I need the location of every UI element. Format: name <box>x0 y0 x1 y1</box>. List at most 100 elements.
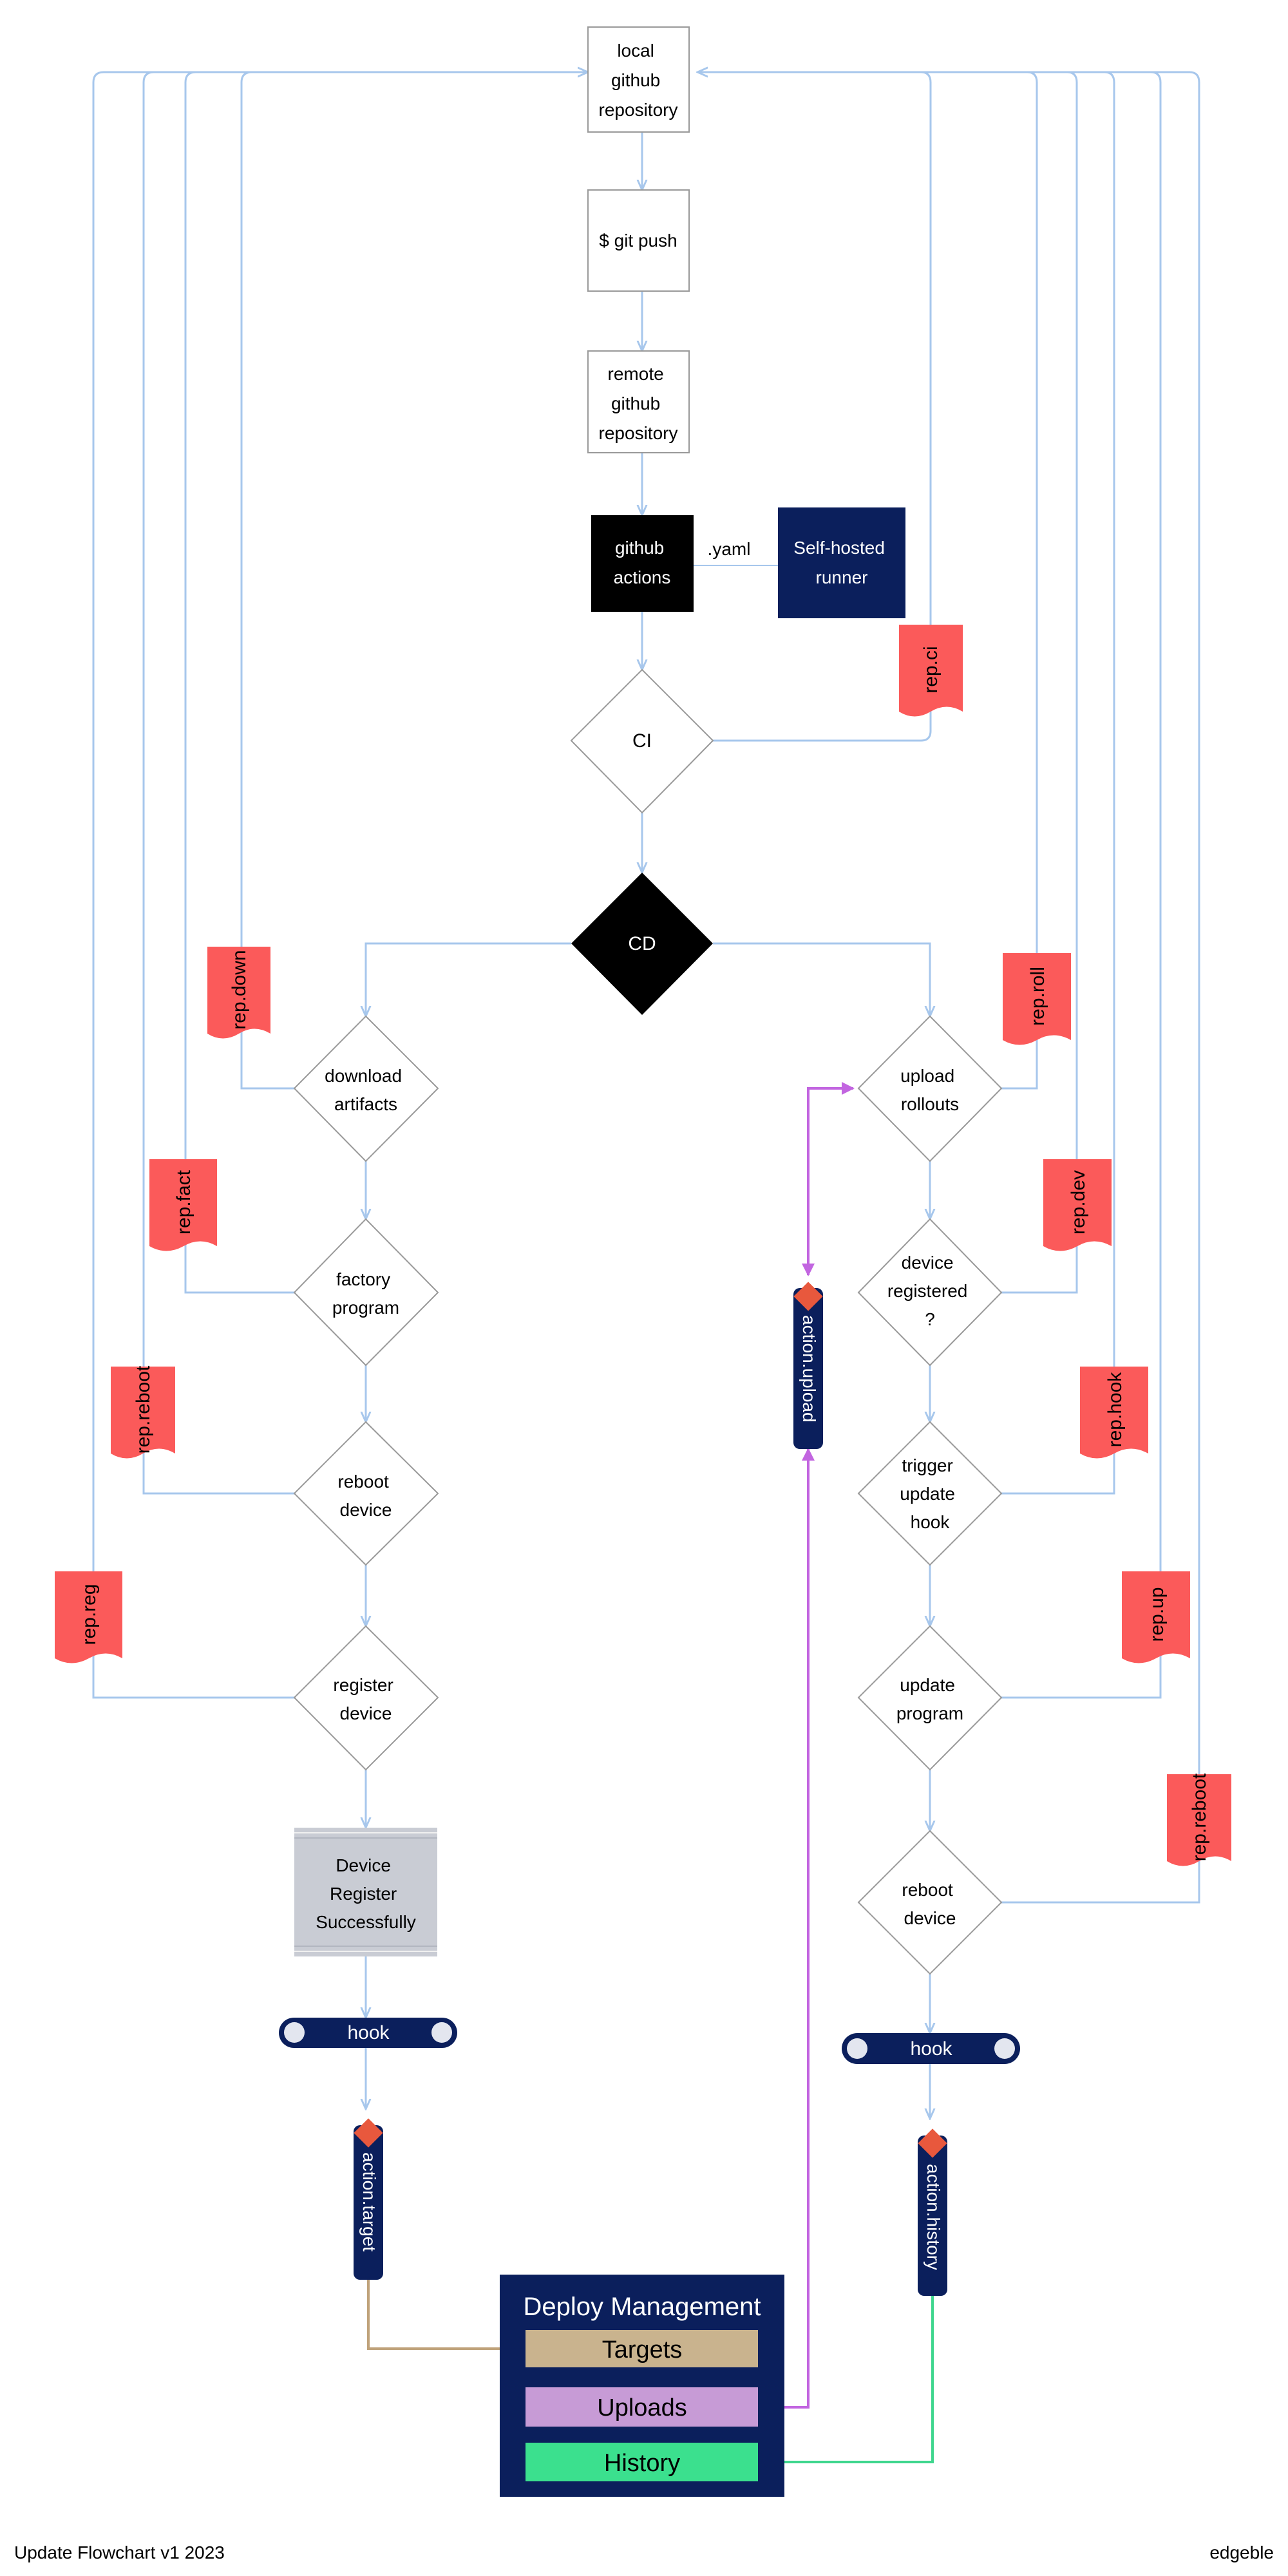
report-rep-roll: rep.roll <box>1003 953 1071 1045</box>
svg-text:action.target: action.target <box>359 2152 379 2251</box>
svg-text:rep.ci: rep.ci <box>920 646 942 693</box>
svg-text:remote github repo: remote github repository <box>599 364 678 443</box>
report-rep-hook: rep.hook <box>1080 1367 1148 1459</box>
svg-text:rep.reboot: rep.reboot <box>133 1365 154 1454</box>
report-rep-dev: rep.dev <box>1043 1159 1112 1251</box>
footer-brand: edgeble <box>1209 2543 1274 2562</box>
svg-text:device registered: device registered ? <box>887 1253 972 1329</box>
svg-text:rep.reboot: rep.reboot <box>1189 1773 1210 1861</box>
link-action-history-deploy <box>753 2296 934 2468</box>
loop-factory <box>184 71 294 1294</box>
svg-text:action.upload: action.upload <box>799 1315 819 1423</box>
node-remote-repo: remote github repository <box>587 350 690 453</box>
node-local-repo-line: github <box>611 70 660 90</box>
svg-text:rep.roll: rep.roll <box>1027 967 1048 1026</box>
hook-right-knob <box>994 2038 1015 2059</box>
svg-text:CD: CD <box>628 933 656 954</box>
svg-text:CI: CI <box>632 730 652 752</box>
action-target: action.target <box>354 2118 383 2280</box>
link-action-target-deploy <box>367 2280 520 2355</box>
decision-trigger-update-hook: trigger update hook <box>857 1421 1003 1566</box>
svg-text:reboot device: reboot device <box>337 1472 393 1520</box>
node-remote-repo-line: repository <box>599 423 678 443</box>
svg-text:upload rollouts: upload rollouts <box>900 1066 960 1114</box>
svg-text:register device: register device <box>333 1675 398 1723</box>
report-rep-reg: rep.reg <box>55 1571 122 1663</box>
decision-factory-program: factory program <box>293 1218 439 1367</box>
hook-left-knob <box>284 2022 305 2043</box>
svg-text:hook: hook <box>910 2038 952 2060</box>
node-remote-repo-line: github <box>611 393 660 413</box>
node-local-repo: local github repository <box>587 26 690 133</box>
loop-reboot-left <box>142 71 294 1495</box>
yaml-label: .yaml <box>708 539 751 559</box>
decision-cd: CD <box>571 873 713 1015</box>
node-self-hosted-runner-line: Self-hosted <box>793 538 885 558</box>
svg-text:Device Register Su: Device Register Successfully <box>316 1855 416 1932</box>
node-github-actions: github actions <box>591 515 694 612</box>
svg-text:factory program: factory program <box>332 1269 399 1318</box>
deploy-uploads-label: Uploads <box>597 2394 687 2421</box>
hook-left-knob <box>431 2022 452 2043</box>
deploy-targets-label: Targets <box>602 2336 683 2363</box>
edge-cd-to-upload <box>713 942 930 1016</box>
decision-download-artifacts: download artifacts <box>293 1015 439 1162</box>
hook-right-knob <box>847 2038 867 2059</box>
node-device-register-success: Device Register Successfully <box>294 1828 437 1956</box>
svg-text:rep.reg: rep.reg <box>79 1584 100 1645</box>
svg-text:rep.hook: rep.hook <box>1104 1372 1126 1448</box>
node-github-actions-line: actions <box>614 567 671 587</box>
svg-text:download artifacts: download artifacts <box>325 1066 407 1114</box>
node-github-actions-line: github <box>615 538 664 558</box>
report-rep-ci: rep.ci <box>899 625 963 717</box>
decision-device-registered: device registered ? <box>857 1218 1003 1367</box>
decision-reboot-device-right: reboot device <box>857 1830 1003 1975</box>
link-upload-rollouts-action <box>802 1082 855 1276</box>
report-rep-down: rep.down <box>207 947 270 1039</box>
decision-update-program: update program <box>857 1625 1003 1771</box>
decision-ci: CI <box>570 668 714 814</box>
svg-text:local github repos: local github repository <box>599 41 678 120</box>
report-rep-fact: rep.fact <box>149 1159 217 1251</box>
decision-upload-rollouts: upload rollouts <box>857 1015 1003 1162</box>
deploy-targets-box <box>526 2330 758 2367</box>
svg-text:github actions: github actions <box>614 538 671 587</box>
svg-text:trigger update hoo: trigger update hook <box>900 1455 960 1532</box>
deploy-history-box <box>526 2443 758 2481</box>
node-remote-repo-line: remote <box>608 364 664 384</box>
node-local-repo-line: repository <box>599 100 678 120</box>
svg-text:update program: update program <box>896 1675 963 1723</box>
loop-download <box>240 72 588 1090</box>
node-git-push-line: $ git push <box>599 231 677 251</box>
svg-text:rep.fact: rep.fact <box>173 1170 194 1235</box>
node-local-repo-line: local <box>617 41 654 61</box>
decision-reboot-device-left: reboot device <box>293 1421 439 1566</box>
svg-text:hook: hook <box>347 2022 390 2043</box>
report-flags: rep.ci rep.down rep.fact rep.reboot rep.… <box>55 625 1231 1866</box>
svg-text:$ git push: $ git push <box>599 231 677 251</box>
action-history: action.history <box>918 2128 947 2296</box>
edge-cd-to-download <box>366 942 571 1016</box>
node-git-push: $ git push <box>587 189 690 292</box>
svg-text:rep.down: rep.down <box>229 950 250 1029</box>
node-self-hosted-runner: Self-hosted runner <box>778 507 905 618</box>
svg-text:reboot device: reboot device <box>902 1880 958 1928</box>
svg-text:action.history: action.history <box>923 2164 943 2270</box>
report-rep-reboot-left: rep.reboot <box>111 1365 175 1459</box>
loop-register <box>92 71 294 1699</box>
decision-register-device: register device <box>293 1625 439 1771</box>
svg-text:Self-hosted runner: Self-hosted runner <box>793 538 889 587</box>
link-action-upload-deploy <box>753 1448 815 2414</box>
report-rep-up: rep.up <box>1122 1571 1190 1663</box>
deploy-management-panel: Deploy Management Targets Uploads Histor… <box>500 2275 784 2497</box>
deploy-management-title: Deploy Management <box>523 2293 761 2321</box>
hook-left: hook <box>279 2018 457 2048</box>
node-self-hosted-runner-line: runner <box>816 567 868 587</box>
loop-upload <box>902 71 1038 1090</box>
hook-right: hook <box>842 2033 1020 2064</box>
deploy-uploads-box <box>526 2387 758 2427</box>
connectors <box>92 71 1200 2119</box>
footer-title: Update Flowchart v1 2023 <box>14 2543 225 2562</box>
deploy-history-label: History <box>604 2450 680 2477</box>
svg-text:rep.up: rep.up <box>1146 1587 1168 1642</box>
